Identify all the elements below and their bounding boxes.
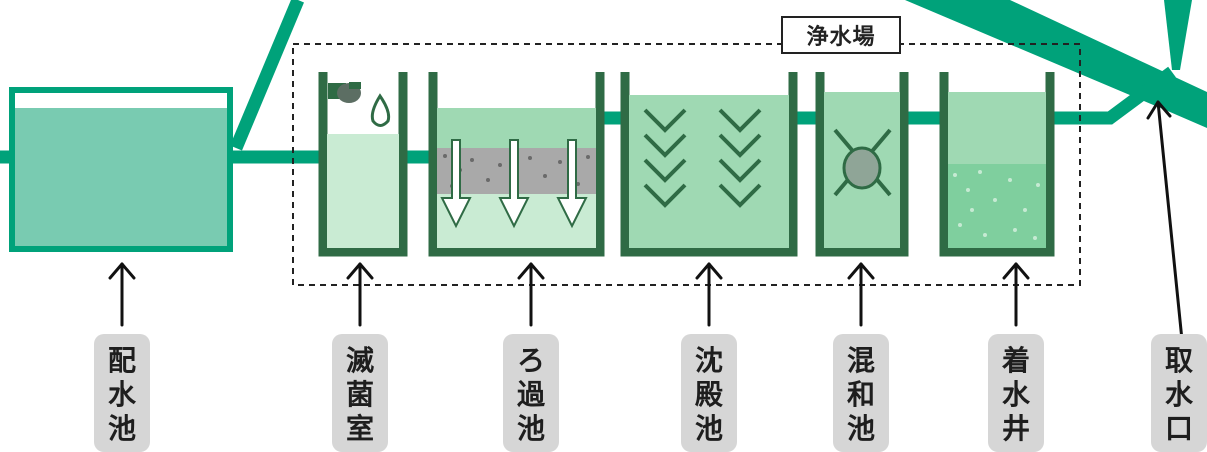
label-char: 室 <box>345 412 374 445</box>
droplet-icon <box>370 93 391 127</box>
label-char: 滅 <box>345 344 374 377</box>
label-distribution-reservoir: 配 水 池 <box>94 334 150 452</box>
plant-boundary <box>292 43 1081 286</box>
label-char: ろ <box>516 344 545 377</box>
label-char: 菌 <box>345 378 374 411</box>
chlorine-tap-icon <box>328 82 361 103</box>
settling-plates <box>643 108 762 208</box>
label-receiving-well: 着 水 井 <box>988 334 1044 452</box>
arrow-sedimentation-basin <box>695 262 723 327</box>
label-disinfection-room: 滅 菌 室 <box>332 334 388 452</box>
label-char: 取 <box>1164 344 1193 377</box>
flow-arrows <box>440 139 588 229</box>
water-treatment-plant-label: 浄水場 <box>781 16 901 54</box>
distribution-reservoir-tank <box>9 87 233 252</box>
label-char: 和 <box>846 378 875 411</box>
filtration-basin-tank <box>428 72 605 257</box>
label-char: 口 <box>1164 412 1193 445</box>
arrow-mixing-basin <box>847 262 875 327</box>
mixing-basin-tank <box>815 72 909 257</box>
intake-channel <box>1164 0 1192 70</box>
receiving-well-tank <box>939 72 1055 257</box>
label-sedimentation-basin: 沈 殿 池 <box>681 334 737 452</box>
label-mixing-basin: 混 和 池 <box>833 334 889 452</box>
label-char: 着 <box>1001 344 1030 377</box>
label-char: 池 <box>107 412 136 445</box>
label-char: 池 <box>694 412 723 445</box>
label-char: 水 <box>1001 378 1030 411</box>
sedimentation-basin-tank <box>620 72 798 257</box>
arrow-water-intake <box>1146 100 1185 352</box>
river <box>905 0 1207 128</box>
label-filtration-basin: ろ 過 池 <box>503 334 559 452</box>
disinfection-room-tank <box>318 72 408 257</box>
label-char: 池 <box>846 412 875 445</box>
label-water-intake: 取 水 口 <box>1151 334 1207 452</box>
main-pipe-receiving-intake <box>1054 66 1176 125</box>
overflow-pipe <box>230 0 304 151</box>
label-char: 殿 <box>694 378 723 411</box>
label-char: 混 <box>846 344 875 377</box>
label-char: 配 <box>107 344 136 377</box>
label-char: 水 <box>1164 378 1193 411</box>
label-char: 過 <box>516 378 545 411</box>
arrow-receiving-well <box>1002 262 1030 327</box>
arrow-distribution-reservoir <box>108 262 136 327</box>
label-char: 水 <box>107 378 136 411</box>
label-char: 池 <box>516 412 545 445</box>
mixer-icon <box>833 128 892 197</box>
label-char: 井 <box>1001 412 1030 445</box>
arrow-filtration-basin <box>517 262 545 327</box>
arrow-disinfection-room <box>346 262 374 327</box>
pointer-arrows <box>108 100 1185 352</box>
label-char: 沈 <box>694 344 723 377</box>
